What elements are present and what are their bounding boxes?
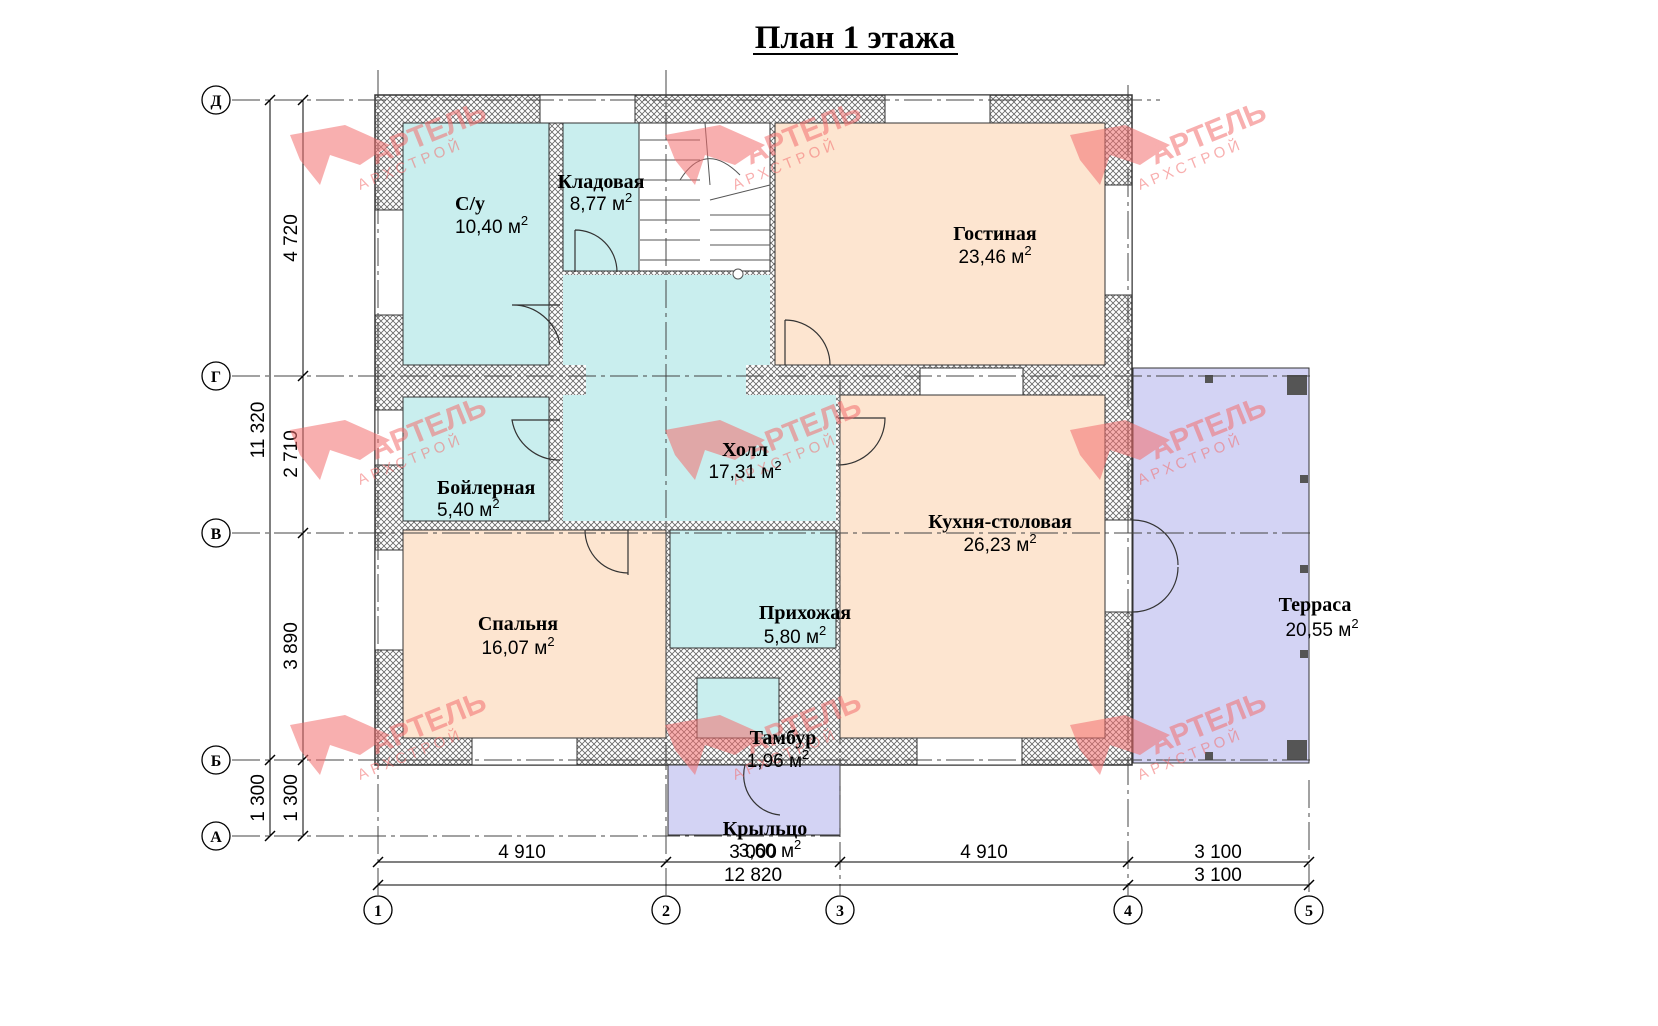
dim-text: 4 910: [960, 842, 1008, 863]
room-name: С/у: [455, 193, 485, 215]
svg-text:А: А: [210, 829, 222, 846]
room-living: [774, 122, 1106, 366]
dimension-texts: 4 910 3 000 4 910 3 100 12 820 3 100 4 7…: [248, 214, 1242, 886]
room-boiler: [402, 396, 550, 522]
dim-text: 3 100: [1194, 842, 1242, 863]
svg-text:В: В: [211, 526, 222, 543]
terrace-posts: [1205, 375, 1308, 760]
axis-marker: Б: [201, 745, 231, 775]
room-porch: [667, 764, 841, 836]
room-name: Кухня-столовая: [928, 511, 1072, 533]
svg-text:Б: Б: [211, 753, 222, 770]
room-area: 16,07 м2: [481, 634, 554, 659]
room-area: 1,96 м2: [747, 747, 810, 772]
axis-lines: [232, 70, 1310, 895]
room-bathroom: [402, 122, 550, 366]
room-labels: С/у 10,40 м2 Кладовая 8,77 м2 Гостиная 2…: [437, 171, 1359, 862]
svg-text:3: 3: [836, 903, 844, 920]
room-area: 5,80 м2: [764, 623, 827, 648]
dim-text: 3 890: [281, 622, 302, 670]
room-storage: [562, 122, 640, 272]
room-name: Кладовая: [558, 171, 645, 193]
room-terrace: [1132, 367, 1310, 764]
dim-text: 3 000: [729, 842, 777, 863]
stair-steps: [640, 122, 771, 280]
room-name: Бойлерная: [437, 477, 535, 499]
dim-text: 12 820: [724, 865, 782, 886]
room-name: Гостиная: [953, 223, 1037, 245]
room-entrance: [669, 529, 837, 649]
room-name: Терраса: [1279, 594, 1352, 616]
axis-marker: 4: [1113, 895, 1143, 925]
axis-marker: А: [201, 821, 231, 851]
dim-text: 4 910: [498, 842, 546, 863]
dimension-lines: [264, 94, 1315, 891]
axis-marker: 3: [825, 895, 855, 925]
axis-marker: Г: [201, 361, 231, 391]
dim-text: 1 300: [281, 774, 302, 822]
room-area: 5,40 м2: [437, 496, 500, 521]
svg-text:Д: Д: [210, 93, 221, 110]
axis-marker: 5: [1294, 895, 1324, 925]
dim-text: 4 720: [281, 214, 302, 262]
doors: [511, 229, 1179, 816]
windows: [374, 94, 1133, 766]
svg-text:1: 1: [374, 903, 382, 920]
room-area: 26,23 м2: [963, 531, 1036, 556]
axis-marker: 1: [363, 895, 393, 925]
svg-text:4: 4: [1124, 903, 1132, 920]
axis-markers-letters: Д Г В Б А: [201, 85, 231, 851]
room-area: 3,60 м2: [739, 837, 802, 862]
room-area: 23,46 м2: [958, 243, 1031, 268]
room-area: 20,55 м2: [1285, 616, 1358, 641]
room-name: Холл: [722, 439, 768, 461]
axis-markers-numbers: 1 2 3 4 5: [363, 895, 1324, 925]
dim-text: 11 320: [248, 402, 269, 459]
dim-text: 3 100: [1194, 865, 1242, 886]
axis-marker: Д: [201, 85, 231, 115]
svg-text:2: 2: [662, 903, 670, 920]
svg-text:5: 5: [1305, 903, 1313, 920]
axis-marker: 2: [651, 895, 681, 925]
axis-marker: В: [201, 518, 231, 548]
room-area: 8,77 м2: [570, 190, 633, 215]
svg-text:Г: Г: [211, 369, 221, 386]
page-title: План 1 этажа: [755, 20, 956, 56]
room-kitchen: [839, 394, 1106, 739]
room-area: 10,40 м2: [455, 213, 528, 238]
room-name: Прихожая: [759, 602, 851, 624]
room-name: Тамбур: [750, 727, 817, 749]
room-area: 17,31 м2: [708, 458, 781, 483]
room-name: Спальня: [478, 613, 558, 635]
dim-text: 1 300: [248, 774, 269, 822]
room-name: Крыльцо: [723, 818, 808, 840]
